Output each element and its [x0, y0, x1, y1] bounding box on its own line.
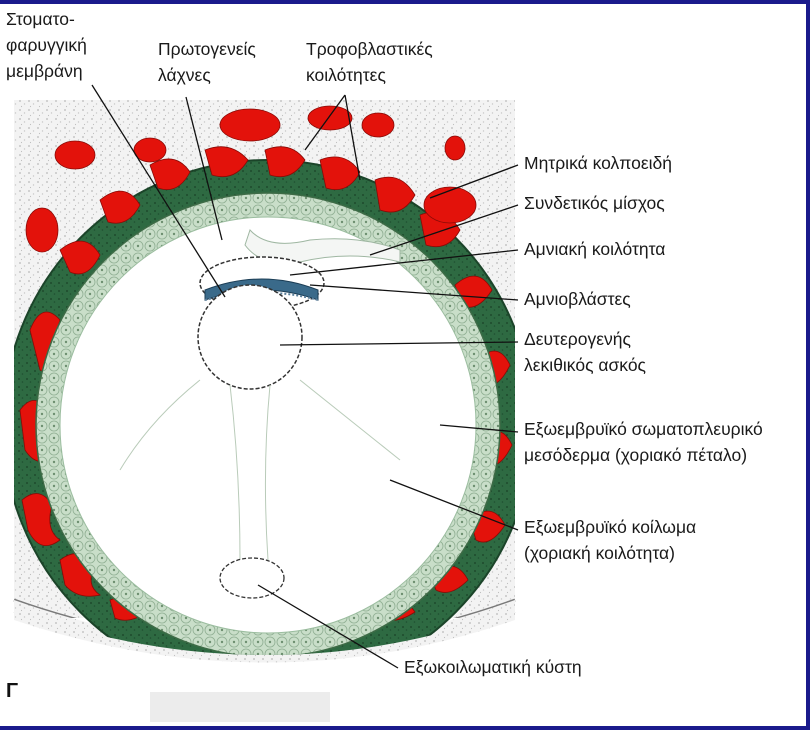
label-stomatopharyngeal-line1: Στοματο- — [6, 8, 75, 30]
caption-placeholder — [150, 692, 330, 722]
label-somatopleuric-mesoderm-line2: μεσόδερμα (χοριακό πέταλο) — [524, 444, 747, 466]
label-extraembryonic-coelom-line1: Εξωεμβρυϊκό κοίλωμα — [524, 516, 696, 538]
secondary-yolk-sac — [198, 285, 302, 389]
label-primary-villi-line2: λάχνες — [158, 64, 211, 86]
label-exocoelomic-cyst: Εξωκοιλωματική κύστη — [404, 656, 582, 678]
label-amnioblasts: Αμνιοβλάστες — [524, 288, 631, 310]
panel-label: Γ — [6, 680, 18, 703]
label-amniotic-cavity: Αμνιακή κοιλότητα — [524, 238, 665, 260]
label-extraembryonic-coelom-line2: (χοριακή κοιλότητα) — [524, 542, 675, 564]
label-trophoblast-lacunae-line1: Τροφοβλαστικές — [306, 38, 433, 60]
label-stomatopharyngeal-line3: μεμβράνη — [6, 60, 83, 82]
label-stomatopharyngeal-line2: φαρυγγική — [6, 34, 87, 56]
label-connecting-stalk: Συνδετικός μίσχος — [524, 192, 665, 214]
label-trophoblast-lacunae-line2: κοιλότητες — [306, 64, 386, 86]
exocoelomic-cyst — [220, 558, 284, 598]
label-secondary-yolk-sac-line1: Δευτερογενής — [524, 328, 631, 350]
label-maternal-sinusoids: Μητρικά κολποειδή — [524, 152, 672, 174]
label-somatopleuric-mesoderm-line1: Εξωεμβρυϊκό σωματοπλευρικό — [524, 418, 763, 440]
label-secondary-yolk-sac-line2: λεκιθικός ασκός — [524, 354, 646, 376]
label-primary-villi-line1: Πρωτογενείς — [158, 38, 256, 60]
